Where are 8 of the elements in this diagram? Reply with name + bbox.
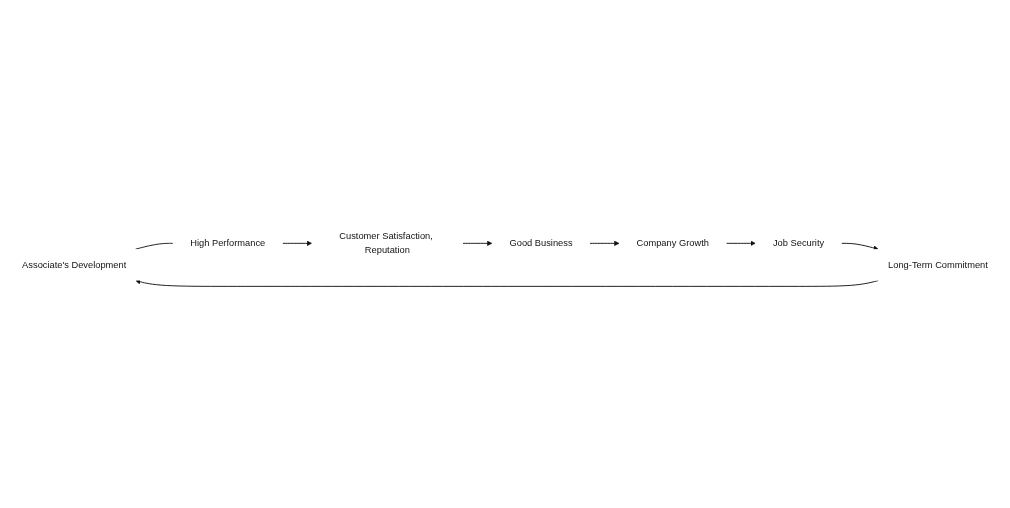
connector bbox=[135, 243, 174, 251]
node-text: Job Security bbox=[772, 238, 825, 249]
node-text: Good Business bbox=[509, 238, 573, 249]
node-text: High Performance bbox=[190, 238, 266, 249]
node-text: Customer Satisfaction, Reputation bbox=[339, 231, 433, 256]
node-text: Company Growth bbox=[636, 238, 709, 249]
node-text: Associate's Development bbox=[22, 260, 127, 270]
node-text: Long-Term Commitment bbox=[888, 260, 988, 270]
